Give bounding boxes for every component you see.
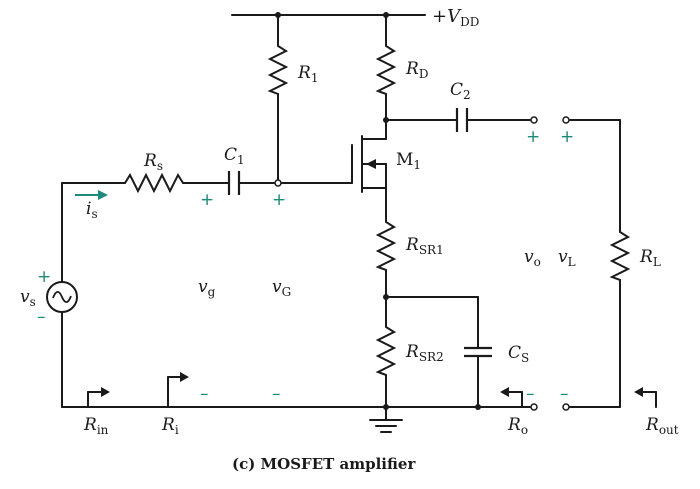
label-rl: RL bbox=[639, 247, 661, 269]
label-vdd: +VDD bbox=[432, 6, 479, 29]
sign-minus-vgate: – bbox=[272, 384, 281, 404]
resistor-rs bbox=[120, 172, 186, 194]
sign-plus-vgate: + bbox=[272, 190, 286, 210]
arrow-rout bbox=[634, 387, 657, 408]
figure-caption: (c) MOSFET amplifier bbox=[232, 455, 416, 473]
polarity-signs: + + + + + – – – – – bbox=[37, 127, 574, 404]
arrow-ro bbox=[500, 387, 523, 408]
sign-minus-vg: – bbox=[200, 384, 209, 404]
sign-plus-vo: + bbox=[526, 127, 540, 147]
capacitor-c1 bbox=[227, 171, 241, 195]
label-c1: C1 bbox=[224, 145, 245, 167]
wires bbox=[61, 14, 621, 421]
terminals bbox=[274, 116, 570, 411]
label-vo: vo bbox=[524, 247, 541, 269]
sign-plus-vg: + bbox=[200, 190, 214, 210]
resistor-rsr2 bbox=[375, 323, 397, 377]
junction-dots bbox=[275, 12, 481, 410]
capacitor-c2 bbox=[455, 108, 469, 132]
resistor-rd bbox=[375, 42, 397, 98]
resistor-rl bbox=[609, 228, 631, 282]
ground-symbol bbox=[369, 419, 403, 433]
arrow-rin bbox=[87, 387, 110, 408]
label-rin: Rin bbox=[83, 415, 109, 437]
capacitor-cs bbox=[464, 346, 492, 358]
label-rsr2: RSR2 bbox=[405, 342, 444, 364]
label-m1: M1 bbox=[396, 150, 421, 172]
sign-minus-vl: – bbox=[560, 384, 569, 404]
label-c2: C2 bbox=[450, 80, 471, 102]
sign-plus-vs: + bbox=[37, 267, 51, 287]
label-vl: vL bbox=[558, 247, 576, 269]
resistor-r1 bbox=[267, 42, 289, 98]
label-is: is bbox=[86, 199, 98, 221]
label-rd: RD bbox=[405, 59, 428, 81]
label-rsr1: RSR1 bbox=[405, 235, 444, 257]
current-arrow-is bbox=[75, 190, 108, 200]
label-vg: vg bbox=[198, 277, 216, 299]
label-rout: Rout bbox=[645, 415, 679, 437]
sign-minus-vs: – bbox=[37, 307, 46, 327]
resistor-rsr1 bbox=[375, 218, 397, 272]
label-cs: CS bbox=[508, 343, 529, 365]
mosfet-m1 bbox=[351, 135, 387, 193]
label-r1: R1 bbox=[297, 63, 318, 85]
label-rs: Rs bbox=[143, 151, 163, 173]
label-ro: Ro bbox=[507, 415, 528, 437]
sign-minus-vo: – bbox=[526, 384, 535, 404]
label-vgate: vG bbox=[272, 277, 291, 299]
label-vs: vs bbox=[20, 287, 36, 309]
arrow-ri bbox=[167, 372, 189, 408]
label-ri: Ri bbox=[161, 415, 179, 437]
voltage-source-vs bbox=[46, 281, 78, 313]
sign-plus-vl: + bbox=[560, 127, 574, 147]
